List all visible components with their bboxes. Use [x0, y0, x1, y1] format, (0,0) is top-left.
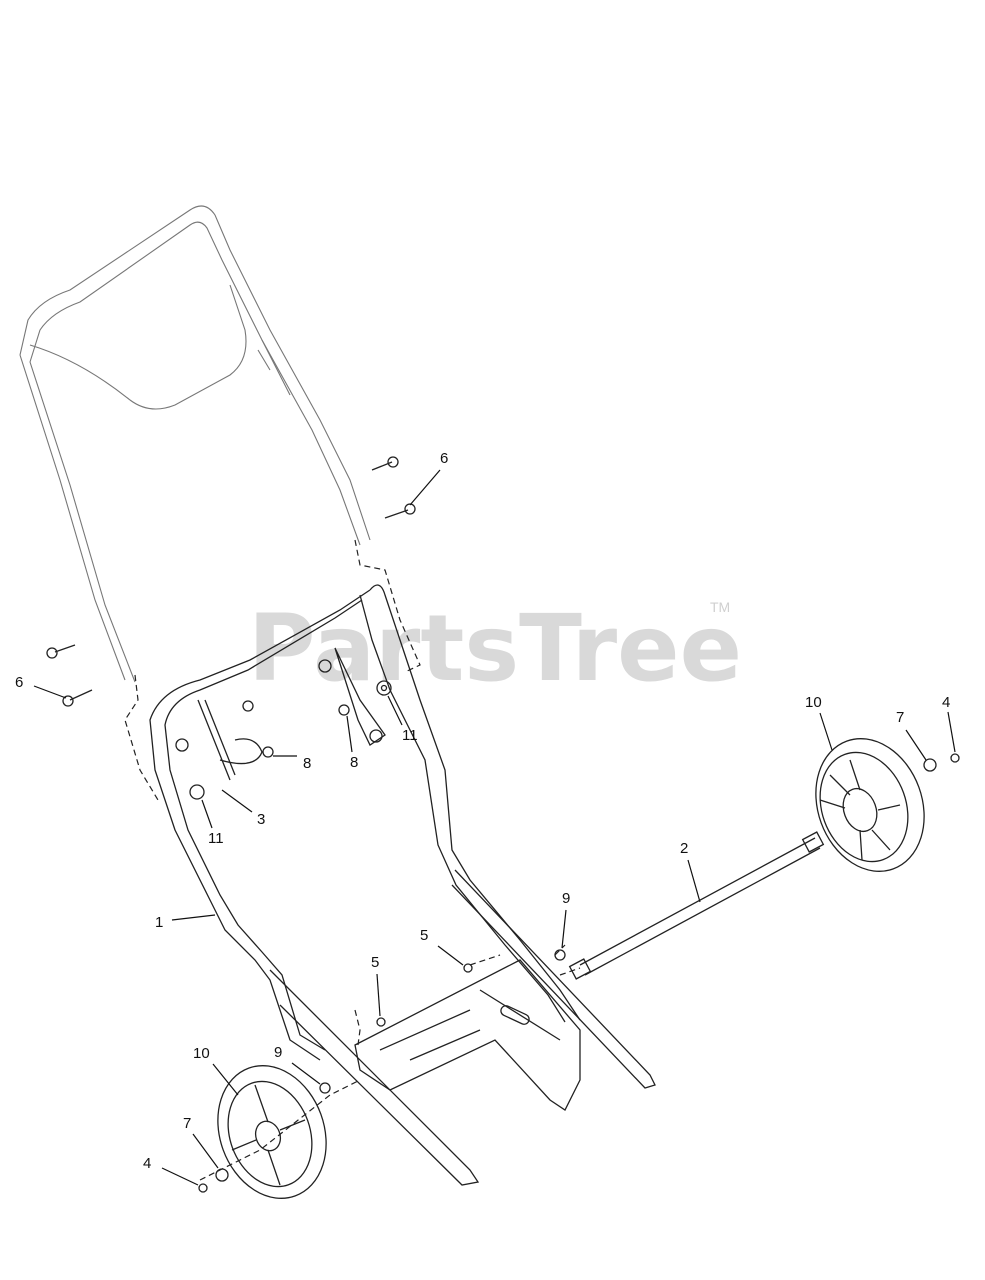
- upper-handle: [19, 205, 371, 683]
- callout-label-3: 3: [257, 811, 265, 828]
- callout-7-right: 7: [896, 709, 927, 761]
- callout-4-right: 4: [942, 694, 956, 753]
- callout-label-4-left: 4: [143, 1155, 151, 1172]
- callout-label-5-lower: 5: [371, 954, 379, 971]
- callout-label-6-upper: 6: [440, 450, 448, 467]
- callout-1: 1: [155, 914, 216, 931]
- callout-label-10-right: 10: [805, 694, 822, 711]
- callout-9-left: 9: [274, 1044, 321, 1085]
- callout-label-11-left: 11: [208, 830, 224, 847]
- callout-label-10-left: 10: [193, 1045, 210, 1062]
- callout-11-right: 11: [387, 695, 418, 744]
- callout-5-upper: 5: [420, 927, 464, 966]
- callout-3: 3: [221, 789, 265, 828]
- callout-label-6-left: 6: [15, 674, 23, 691]
- callout-10-right: 10: [805, 694, 833, 751]
- callout-6-left: 6: [15, 674, 67, 699]
- callout-label-8-right: 8: [350, 754, 358, 771]
- watermark: PartsTree TM: [248, 595, 742, 702]
- axle: [568, 831, 825, 980]
- callouts: 1 2 3 4 4 5 5 6: [15, 450, 956, 1186]
- callout-2: 2: [680, 840, 701, 903]
- callout-4-left: 4: [143, 1155, 199, 1186]
- callout-label-11-right: 11: [402, 727, 418, 744]
- callout-label-8-left: 8: [303, 755, 311, 772]
- callout-5-lower: 5: [371, 954, 381, 1017]
- callout-label-4-right: 4: [942, 694, 950, 711]
- callout-7-left: 7: [183, 1115, 219, 1169]
- callout-label-9-right: 9: [562, 890, 570, 907]
- left-wheel: [217, 1065, 327, 1199]
- watermark-trademark: TM: [710, 599, 730, 615]
- lower-handle-frame: [149, 584, 656, 1186]
- callout-label-2: 2: [680, 840, 688, 857]
- callout-label-7-left: 7: [183, 1115, 191, 1132]
- callout-10-left: 10: [193, 1045, 239, 1096]
- callout-label-5-upper: 5: [420, 927, 428, 944]
- right-wheel: [815, 738, 925, 872]
- hardware: [46, 456, 960, 1193]
- callout-6-upper: 6: [409, 450, 448, 506]
- mounting-plate: [354, 959, 581, 1111]
- callout-9-right: 9: [561, 890, 570, 949]
- watermark-text: PartsTree: [248, 595, 742, 702]
- callout-11-left: 11: [201, 799, 224, 847]
- callout-8-right: 8: [346, 715, 358, 771]
- callout-label-1: 1: [155, 914, 163, 931]
- callout-8-left: 8: [273, 755, 311, 772]
- callout-label-7-right: 7: [896, 709, 904, 726]
- callout-label-9-left: 9: [274, 1044, 282, 1061]
